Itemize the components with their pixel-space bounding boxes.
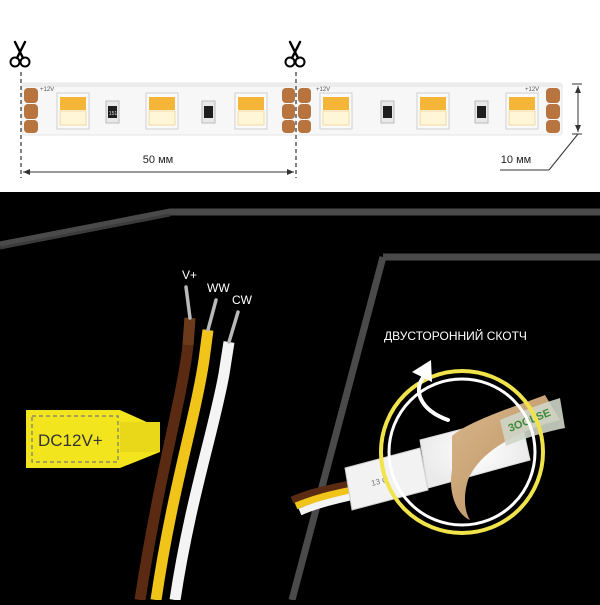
white-wire (169, 341, 235, 601)
resistor: 151 (105, 100, 120, 124)
width-dimension: 10 мм (500, 83, 582, 171)
v-plus-label: V+ (182, 268, 197, 282)
led-chips (56, 92, 539, 130)
led-chip (319, 92, 353, 130)
length-dimension: 50 мм (23, 154, 294, 175)
ww-label: WW (207, 281, 230, 295)
led-chip (416, 92, 450, 130)
bare-core-v-plus (184, 285, 192, 320)
voltage-tag-label: DC12V+ (38, 431, 103, 450)
width-label: 10 мм (501, 154, 531, 166)
resistor (380, 100, 395, 124)
divider-top (0, 208, 600, 249)
highlight-ring-inner (387, 377, 537, 527)
tape-label: ДВУСТОРОННИЙ СКОТЧ (384, 328, 527, 343)
solder-pads-middle (282, 88, 311, 133)
resistor-code: 151 (109, 111, 118, 117)
resistor (201, 100, 216, 124)
curved-arrow-icon (412, 360, 450, 422)
resistors: 151 (105, 100, 489, 124)
voltage-mark-right: +12V (525, 87, 539, 93)
led-chip (56, 92, 90, 130)
voltage-mark-middle: +12V (316, 87, 330, 93)
voltage-tag: DC12V+ (26, 410, 160, 468)
divider-diagonal (288, 256, 387, 601)
length-label: 50 мм (143, 154, 173, 166)
highlight-ring-outer (379, 369, 545, 535)
brown-wire (134, 317, 196, 601)
resistor (474, 100, 489, 124)
voltage-mark-left: +12V (40, 87, 54, 93)
yellow-wire (150, 329, 214, 601)
scissors-icon (9, 40, 31, 68)
wires (134, 285, 240, 601)
led-chip (145, 92, 179, 130)
led-chip (505, 92, 539, 130)
led-chip (234, 92, 268, 130)
bare-core-cw (227, 310, 240, 344)
bare-core-ww (206, 298, 218, 332)
tape-closeup: 13 C 3OOLSE (290, 395, 565, 520)
cw-label: CW (232, 293, 253, 307)
solder-pads-left (24, 88, 38, 133)
scissors-icon (284, 40, 306, 68)
led-strip: +12V +12V +12V 151 (21, 82, 563, 136)
solder-pads-right (546, 88, 560, 133)
